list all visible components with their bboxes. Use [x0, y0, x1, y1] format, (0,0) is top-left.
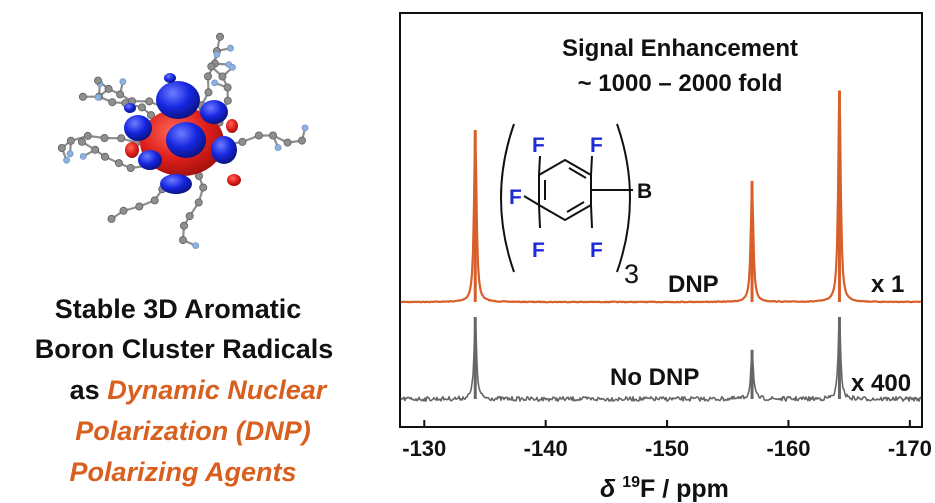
x-tick-label: -130: [402, 436, 446, 461]
x-tick-label: -140: [524, 436, 568, 461]
carbon-atom: [135, 202, 144, 211]
carbon-atom: [137, 103, 146, 112]
carbon-atom: [57, 143, 66, 152]
orbital-density: [124, 73, 241, 194]
hydrogen-atom: [66, 150, 74, 158]
carbon-atom: [78, 92, 87, 101]
hydrogen-atom: [94, 94, 102, 101]
caption-line-3-prefix: as: [70, 375, 100, 405]
x-axis-title: δ 19F / ppm: [600, 474, 729, 503]
carbon-atom: [185, 212, 194, 221]
carbon-atom: [104, 84, 113, 93]
carbon-atom: [223, 96, 232, 105]
x-tick-label: -160: [766, 436, 810, 461]
fluorine-label: F: [590, 134, 603, 157]
carbon-atom: [101, 152, 110, 161]
fluorine-label: F: [509, 186, 522, 209]
x-axis: -130 -140 -150 -160 -170: [402, 420, 932, 461]
carbon-atom: [66, 136, 75, 145]
fluorine-label: F: [590, 239, 603, 262]
carbon-atom: [100, 133, 109, 142]
x-tick-label: -150: [645, 436, 689, 461]
structure-subscript: 3: [624, 259, 639, 289]
plot-frame: [399, 12, 923, 428]
carbon-atom: [178, 236, 187, 245]
boron-label: B: [637, 180, 652, 203]
carbon-atom: [203, 72, 212, 81]
carbon-atom: [126, 163, 135, 172]
series-label-nodnp: No DNP: [610, 364, 699, 391]
carbon-atom: [146, 111, 155, 120]
boron-cluster-molecule-image: [57, 32, 309, 250]
carbon-atom: [218, 72, 227, 81]
chart-subtitle: ~ 1000 – 2000 fold: [578, 70, 783, 97]
series-label-dnp: DNP: [668, 271, 719, 298]
left-parenthesis: [500, 123, 515, 273]
carbon-atom: [238, 137, 247, 146]
b-c6f5-3-structure: F F F F F B 3: [500, 123, 652, 289]
carbon-atom: [94, 76, 103, 85]
hydrogen-atom: [227, 44, 234, 52]
carbon-atom: [116, 90, 125, 99]
scale-label-nodnp: x 400: [851, 370, 911, 397]
carbon-atom: [207, 62, 216, 71]
series-layer: [400, 90, 922, 403]
caption-line-5: Polarizing Agents: [69, 457, 296, 487]
carbon-atom: [268, 131, 277, 140]
hydrogen-atom: [229, 64, 236, 71]
hydrogen-atom: [119, 78, 127, 85]
x-tick-label: -170: [888, 436, 932, 461]
carbon-atom: [91, 145, 100, 154]
caption-line-4: Polarization (DNP): [75, 416, 311, 446]
carbon-atom: [215, 32, 224, 41]
carbon-atom: [107, 214, 116, 223]
carbon-atom: [254, 131, 263, 140]
carbon-atom: [83, 131, 92, 140]
caption-line-3: as Dynamic Nuclear: [70, 375, 328, 405]
carbon-atom: [204, 88, 213, 97]
carbon-atom: [117, 134, 126, 143]
carbon-atom: [283, 138, 292, 147]
scale-label-dnp: x 1: [871, 271, 904, 298]
dnp-spectrum-line: [400, 107, 922, 304]
caption-line-1: Stable 3D Aromatic: [55, 294, 302, 324]
hydrogen-atom: [301, 124, 309, 132]
carbon-atom: [77, 137, 86, 146]
no-dnp-spectrum-line: [400, 320, 922, 403]
carbon-atom: [179, 221, 188, 230]
hydrogen-atom: [213, 51, 221, 58]
x-axis-title-sup: 19: [622, 474, 640, 491]
nmr-chart: -130-140-150-160-170 Signal Enhancement …: [399, 12, 932, 503]
carbon-atom: [297, 136, 306, 145]
carbon-atom: [119, 206, 128, 215]
hydrogen-atom: [211, 79, 219, 87]
hydrogen-atom: [192, 242, 200, 250]
right-parenthesis: [616, 123, 631, 273]
hydrogen-atom: [79, 152, 87, 160]
carbon-atom: [108, 98, 117, 107]
carbon-atom: [223, 83, 232, 92]
fluorine-label: F: [532, 134, 545, 157]
carbon-atom: [199, 183, 208, 192]
chart-title: Signal Enhancement: [562, 35, 798, 62]
carbon-atom: [150, 196, 159, 205]
benzene-ring: [523, 155, 633, 229]
left-caption: Stable 3D Aromatic Boron Cluster Radical…: [35, 294, 334, 487]
hydrogen-atom: [274, 144, 282, 152]
caption-line-3-italic: Dynamic Nuclear: [107, 375, 328, 405]
carbon-atom: [114, 159, 123, 168]
carbon-atom: [194, 198, 203, 207]
caption-line-2: Boron Cluster Radicals: [35, 334, 334, 364]
carbon-atom: [145, 97, 154, 106]
hydrogen-atom: [63, 156, 70, 164]
x-axis-title-rest: F / ppm: [640, 475, 729, 503]
x-axis-title-symbol: δ: [600, 475, 616, 503]
fluorine-label: F: [532, 239, 545, 262]
